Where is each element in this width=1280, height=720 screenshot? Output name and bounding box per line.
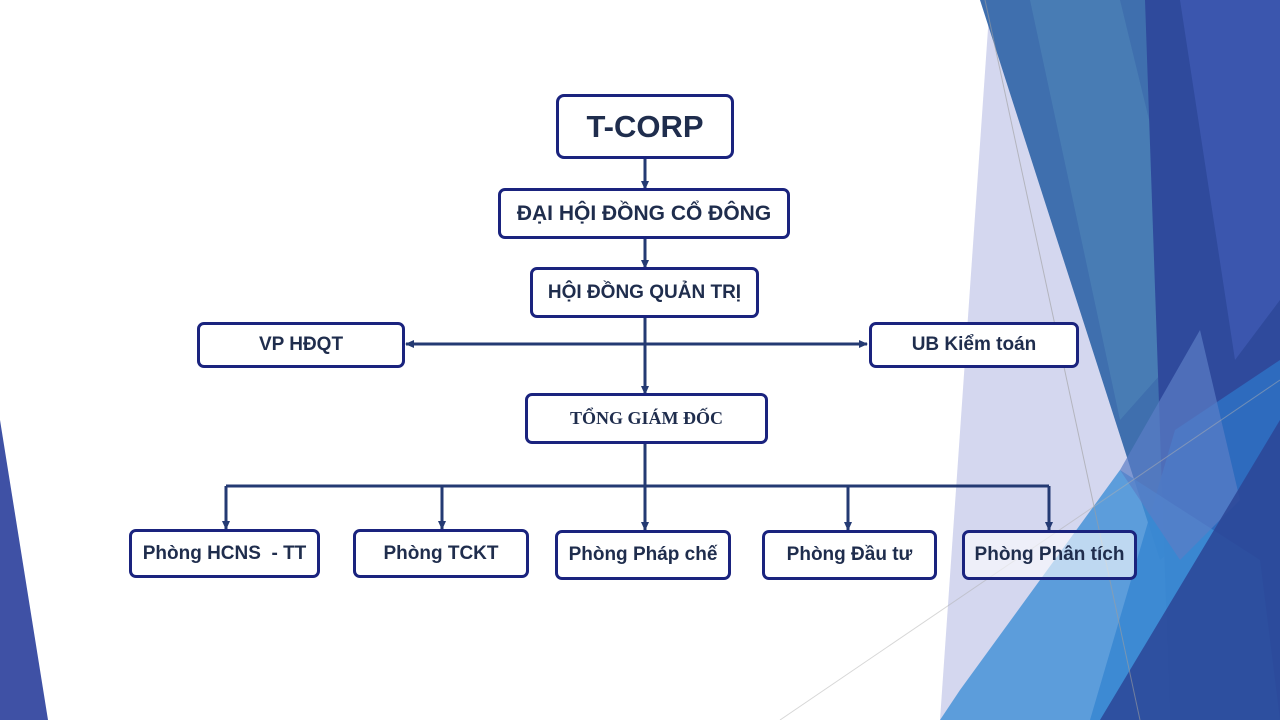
node-ceo: TỔNG GIÁM ĐỐC (525, 393, 768, 444)
left-edge-shape (0, 420, 48, 720)
node-dept-label: Phòng Pháp chế (568, 544, 718, 565)
node-audit-committee: UB Kiểm toán (869, 322, 1079, 368)
node-board: HỘI ĐỒNG QUẢN TRỊ (530, 267, 759, 318)
node-dept-label: Phòng Phân tích (974, 544, 1125, 565)
node-shareholders: ĐẠI HỘI ĐỒNG CỔ ĐÔNG (498, 188, 790, 239)
node-dept-analysis: Phòng Phân tích (962, 530, 1137, 580)
node-dept-label: Phòng HCNS - TT (142, 542, 307, 564)
node-audit-committee-label: UB Kiểm toán (911, 334, 1037, 355)
node-ceo-label: TỔNG GIÁM ĐỐC (570, 408, 723, 428)
node-shareholders-label: ĐẠI HỘI ĐỒNG CỔ ĐÔNG (516, 201, 772, 225)
node-root: T-CORP (556, 94, 734, 159)
node-dept-hcns: Phòng HCNS - TT (129, 529, 320, 578)
node-dept-tckt: Phòng TCKT (353, 529, 529, 578)
node-dept-label: Phòng Đầu tư (786, 544, 913, 565)
node-board-label: HỘI ĐỒNG QUẢN TRỊ (547, 281, 742, 303)
node-root-label: T-CORP (586, 108, 704, 144)
deco-shape-lavender (1120, 330, 1240, 560)
node-dept-legal: Phòng Pháp chế (555, 530, 731, 580)
node-board-office: VP HĐQT (197, 322, 405, 368)
node-dept-label: Phòng TCKT (383, 542, 499, 564)
deco-shape-navy-2 (1180, 0, 1280, 360)
node-board-office-label: VP HĐQT (258, 334, 344, 355)
deco-shape-deep (1100, 420, 1280, 720)
node-dept-investment: Phòng Đầu tư (762, 530, 937, 580)
